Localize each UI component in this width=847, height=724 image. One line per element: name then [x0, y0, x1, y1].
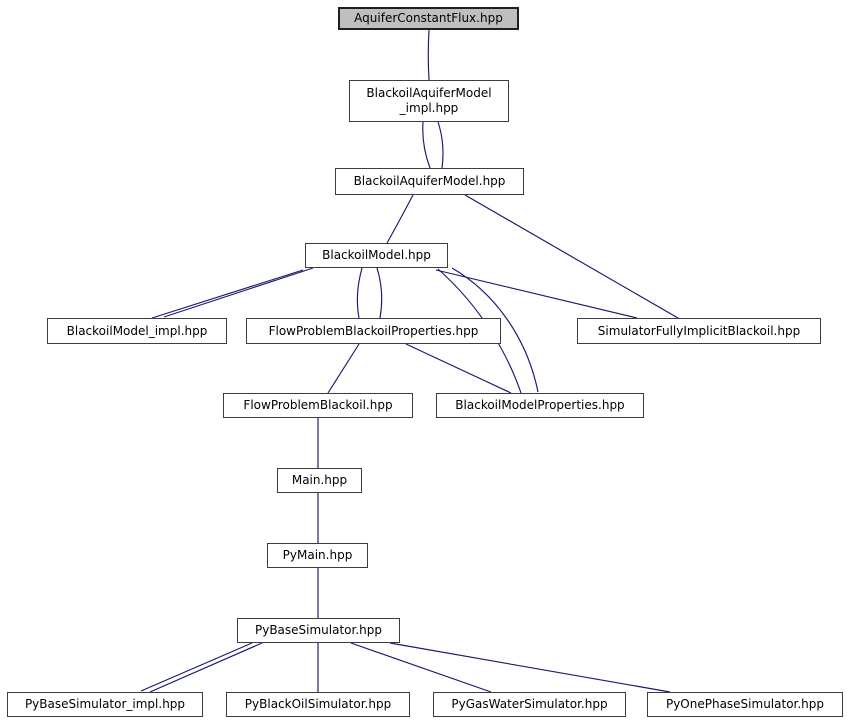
node-main[interactable]: Main.hpp — [277, 468, 362, 493]
node-label: PyOnePhaseSimulator.hpp — [665, 697, 825, 711]
node-py-base-simulator-impl[interactable]: PyBaseSimulator_impl.hpp — [7, 692, 203, 717]
node-label: PyBaseSimulator.hpp — [254, 623, 383, 637]
node-blackoil-aquifer-model[interactable]: BlackoilAquiferModel.hpp — [335, 168, 524, 195]
node-blackoil-model[interactable]: BlackoilModel.hpp — [305, 243, 448, 268]
node-label: Main.hpp — [291, 473, 348, 487]
node-py-main[interactable]: PyMain.hpp — [267, 543, 368, 568]
edge-py-base-simulator-to-py-base-simulator-impl — [140, 642, 253, 692]
node-blackoil-aquifer-model-impl[interactable]: BlackoilAquiferModel_impl.hpp — [349, 80, 509, 122]
node-label: PyBaseSimulator_impl.hpp — [24, 697, 186, 711]
edge-blackoil-aquifer-model-to-blackoil-aquifer-model-impl — [422, 121, 431, 169]
edge-blackoil-model-to-blackoil-aquifer-model — [386, 194, 414, 244]
node-label: PyBlackOilSimulator.hpp — [244, 697, 392, 711]
node-aquifer-constant-flux[interactable]: AquiferConstantFlux.hpp — [338, 7, 519, 30]
node-py-base-simulator[interactable]: PyBaseSimulator.hpp — [237, 618, 400, 643]
edge-simulator-fully-implicit-blackoil-to-blackoil-model — [435, 269, 638, 319]
edge-blackoil-aquifer-model-impl-to-aquifer-constant-flux — [427, 29, 430, 81]
node-blackoil-model-properties[interactable]: BlackoilModelProperties.hpp — [436, 393, 644, 418]
edge-blackoil-aquifer-model-impl-to-blackoil-aquifer-model — [437, 121, 444, 169]
node-label: BlackoilModelProperties.hpp — [455, 398, 625, 412]
node-label: BlackoilAquiferModel.hpp — [353, 174, 506, 188]
node-blackoil-model-impl[interactable]: BlackoilModel_impl.hpp — [47, 318, 227, 344]
node-label: AquiferConstantFlux.hpp — [354, 11, 503, 25]
node-flow-problem-blackoil-properties[interactable]: FlowProblemBlackoilProperties.hpp — [246, 318, 501, 344]
node-label: SimulatorFullyImplicitBlackoil.hpp — [597, 323, 801, 338]
edge-flow-problem-blackoil-to-flow-problem-blackoil-properties — [327, 343, 360, 394]
node-label: PyMain.hpp — [282, 548, 353, 562]
edge-blackoil-model-to-flow-problem-blackoil-properties — [376, 267, 383, 319]
node-label: BlackoilModel_impl.hpp — [66, 323, 208, 338]
edge-py-base-simulator-impl-to-py-base-simulator — [149, 642, 263, 693]
node-label: FlowProblemBlackoil.hpp — [243, 398, 393, 412]
edge-blackoil-model-impl-to-blackoil-model — [151, 269, 304, 319]
edge-blackoil-model-properties-to-flow-problem-blackoil-properties — [405, 343, 512, 394]
node-label: BlackoilAquiferModel — [366, 86, 492, 100]
edge-simulator-fully-implicit-blackoil-to-blackoil-aquifer-model — [464, 194, 679, 319]
node-label: FlowProblemBlackoilProperties.hpp — [268, 323, 479, 338]
node-flow-problem-blackoil[interactable]: FlowProblemBlackoil.hpp — [223, 393, 413, 418]
edge-py-one-phase-simulator-to-py-base-simulator — [389, 642, 671, 693]
node-py-gas-water-simulator[interactable]: PyGasWaterSimulator.hpp — [433, 692, 626, 717]
edge-py-gas-water-simulator-to-py-base-simulator — [350, 642, 492, 693]
node-py-one-phase-simulator[interactable]: PyOnePhaseSimulator.hpp — [647, 692, 843, 717]
node-simulator-fully-implicit-blackoil[interactable]: SimulatorFullyImplicitBlackoil.hpp — [577, 318, 821, 344]
edge-blackoil-model-to-blackoil-model-impl — [163, 267, 314, 318]
node-label: _impl.hpp — [399, 101, 459, 115]
edge-flow-problem-blackoil-properties-to-blackoil-model — [356, 267, 363, 319]
node-label: BlackoilModel.hpp — [322, 248, 431, 262]
node-py-black-oil-simulator[interactable]: PyBlackOilSimulator.hpp — [226, 692, 410, 717]
node-label: PyGasWaterSimulator.hpp — [451, 697, 608, 711]
